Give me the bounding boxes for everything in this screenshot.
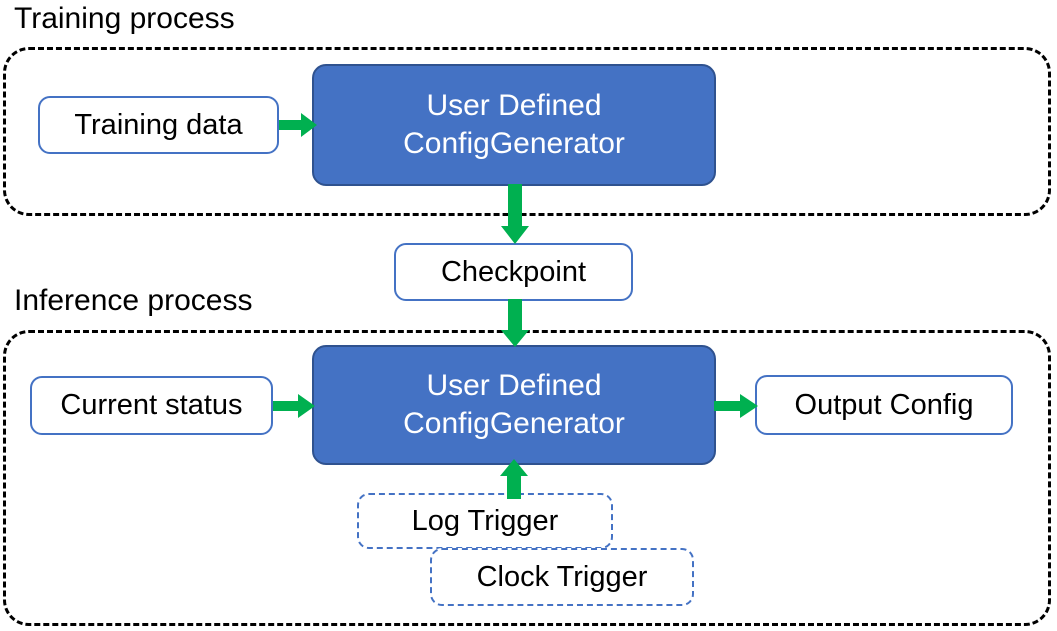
arrow-training-data-to-configgenerator — [279, 109, 319, 141]
inference-process-title: Inference process — [14, 284, 253, 317]
arrow-log-trigger-to-configgenerator — [498, 459, 530, 499]
node-clock-trigger[interactable]: Clock Trigger — [430, 548, 694, 606]
node-checkpoint[interactable]: Checkpoint — [394, 243, 633, 301]
training-process-title: Training process — [14, 2, 235, 35]
node-label-line2: ConfigGenerator — [403, 407, 625, 440]
node-training-data[interactable]: Training data — [38, 96, 279, 154]
training-process-container — [3, 47, 1051, 216]
node-label-line1: User Defined — [426, 369, 602, 402]
node-user-defined-configgenerator-inference[interactable]: User Defined ConfigGenerator — [312, 345, 716, 465]
node-label-line2: ConfigGenerator — [403, 127, 625, 160]
arrow-checkpoint-to-configgenerator — [499, 299, 531, 349]
node-user-defined-configgenerator-training[interactable]: User Defined ConfigGenerator — [312, 64, 716, 186]
node-output-config[interactable]: Output Config — [755, 375, 1013, 435]
arrow-current-status-to-configgenerator — [273, 390, 317, 422]
node-current-status[interactable]: Current status — [30, 376, 273, 435]
node-label-line1: User Defined — [426, 89, 602, 122]
arrow-configgenerator-to-output-config — [714, 390, 760, 422]
arrow-configgenerator-to-checkpoint — [499, 184, 531, 246]
node-log-trigger[interactable]: Log Trigger — [357, 493, 613, 549]
